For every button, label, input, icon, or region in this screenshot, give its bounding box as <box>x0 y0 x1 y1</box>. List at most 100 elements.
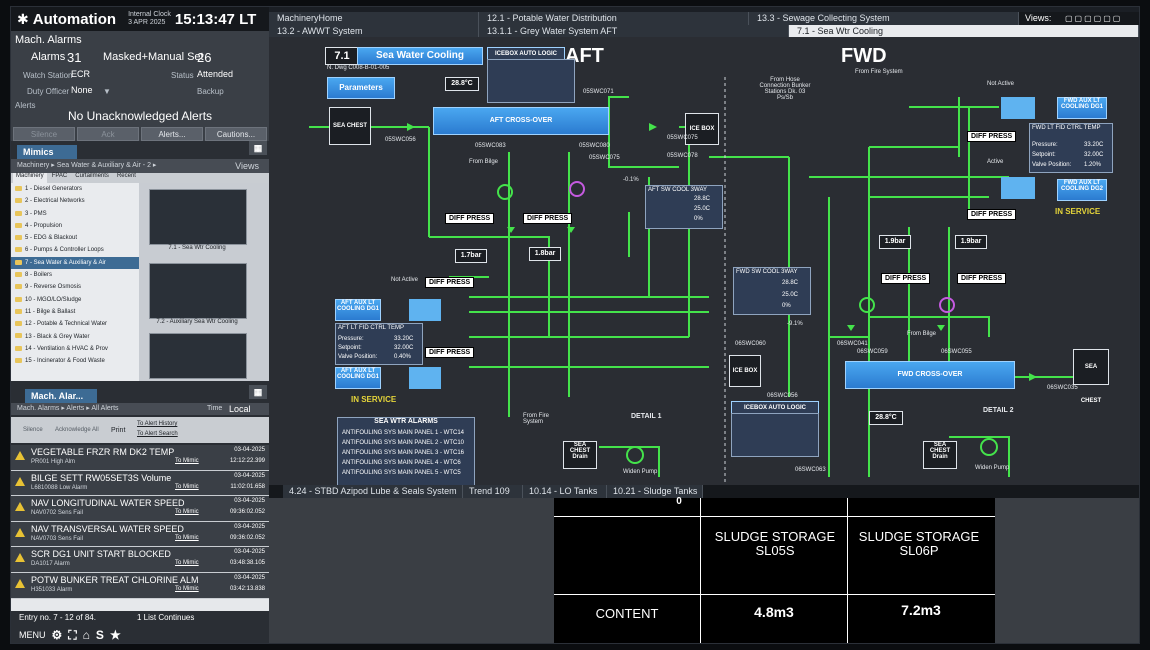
not-active-status[interactable]: Not Active <box>391 277 419 283</box>
fwd-ctrl-temp[interactable]: FWD LT FID CTRL TEMP Pressure: 33.20C Se… <box>1029 123 1113 173</box>
list-continues[interactable]: 1 List Continues <box>137 613 195 622</box>
silence-link[interactable]: Silence <box>23 427 43 433</box>
tab-sea-wtr-cooling[interactable]: 7.1 - Sea Wtr Cooling <box>789 25 1139 37</box>
thumbnail-next[interactable] <box>149 333 247 379</box>
aft-3way-sp[interactable]: 25.0C <box>694 206 711 212</box>
breadcrumb-path[interactable]: Machinery ▸ Sea Water & Auxiliary & Air … <box>17 162 157 169</box>
masked-count[interactable]: 26 <box>197 50 212 65</box>
tree-item[interactable]: 14 - Ventilation & HVAC & Prov <box>11 343 139 355</box>
tree-item[interactable]: 13 - Black & Grey Water <box>11 331 139 343</box>
alert-history-link[interactable]: To Alert History <box>137 421 178 427</box>
aft-ctrl-temp[interactable]: AFT LT FID CTRL TEMP Pressure: 33.20C Se… <box>335 323 423 365</box>
local-dropdown[interactable]: Local <box>229 404 251 414</box>
chevron-down-icon[interactable]: ▼ <box>103 87 111 96</box>
diff-press-fwd-4[interactable]: DIFF PRESS <box>957 273 1007 284</box>
tab-grey-water[interactable]: 13.1.1 - Grey Water System AFT <box>479 25 789 37</box>
diff-press-fwd-2[interactable]: DIFF PRESS <box>967 209 1017 220</box>
sw-alarm-item[interactable]: ANTIFOULING SYS MAIN PANEL 1 - WTC14 <box>342 430 465 436</box>
fwd-3way-sp[interactable]: 25.0C <box>782 292 799 298</box>
silence-button[interactable]: Silence <box>13 127 75 141</box>
ack-button[interactable]: Ack <box>77 127 139 141</box>
fwd-crossover[interactable]: FWD CROSS-OVER <box>845 361 1015 389</box>
parameters-button[interactable]: Parameters <box>327 77 395 99</box>
to-mimic-link[interactable]: To Mimic <box>175 483 199 490</box>
tree-item-selected[interactable]: 7 - Sea Water & Auxiliary & Air <box>11 256 139 270</box>
grid-icon[interactable]: ▦ <box>249 385 267 399</box>
fullscreen-icon[interactable]: ⛶ <box>68 627 77 642</box>
thumbnail-aux-sea-wtr[interactable] <box>149 263 247 319</box>
aft-crossover[interactable]: AFT CROSS-OVER <box>433 107 609 135</box>
diff-press-fwd-3[interactable]: DIFF PRESS <box>881 273 931 284</box>
menu-button[interactable]: MENU <box>19 630 46 640</box>
to-mimic-link[interactable]: To Mimic <box>175 458 199 464</box>
alarm-breadcrumb-path[interactable]: Mach. Alarms ▸ Alerts ▸ All Alerts <box>17 405 119 412</box>
icebox-logic-aft[interactable] <box>487 59 575 103</box>
tree-item[interactable]: 9 - Reverse Osmosis <box>11 281 139 293</box>
cautions-button[interactable]: Cautions... <box>205 127 267 141</box>
tree-item[interactable]: 15 - Incinerator & Food Waste <box>11 355 139 367</box>
fwd-aux-cooling-1[interactable]: FWD AUX LT COOLING DG1 <box>1057 97 1107 119</box>
star-icon[interactable]: ★ <box>109 628 121 642</box>
alerts-button[interactable]: Alerts... <box>141 127 203 141</box>
tree-item[interactable]: 2 - Electrical Networks <box>11 195 139 207</box>
tab-sludge-tanks[interactable]: 10.21 - Sludge Tanks <box>607 485 703 498</box>
to-mimic-link[interactable]: To Mimic <box>175 585 199 592</box>
views-dropdown[interactable]: Views <box>235 161 259 171</box>
layout-icons[interactable]: ▢▢▢▢▢▢ <box>1065 14 1123 23</box>
tree-item[interactable]: 12 - Potable & Technical Water <box>11 318 139 330</box>
tree-item[interactable]: 1 - Diesel Generators <box>11 183 139 195</box>
tree-item[interactable]: 3 - PMS <box>11 208 139 220</box>
fwd-setpoint-value[interactable]: 32.00C <box>1084 152 1104 158</box>
diff-press-aft-2[interactable]: DIFF PRESS <box>523 213 573 224</box>
subtab-curtailments[interactable]: Curtailments <box>75 173 109 179</box>
sw-alarm-item[interactable]: ANTIFOULING SYS MAIN PANEL 5 - WTC5 <box>342 470 461 476</box>
tab-potable-water[interactable]: 12.1 - Potable Water Distribution <box>479 12 749 25</box>
tree-item[interactable]: 10 - MGO/LO/Sludge <box>11 294 139 306</box>
alarms-count[interactable]: 31 <box>67 50 82 65</box>
diff-press-fwd-1[interactable]: DIFF PRESS <box>967 131 1017 142</box>
tree-item[interactable]: 8 - Boilers <box>11 269 139 281</box>
fwd-aux-cooling-2[interactable]: FWD AUX LT COOLING DG2 <box>1057 179 1107 201</box>
subtab-recent[interactable]: Recent <box>116 173 136 179</box>
subtab-machinery[interactable]: Machinery <box>13 173 47 183</box>
s-icon[interactable]: S <box>95 628 104 642</box>
tab-sewage[interactable]: 13.3 - Sewage Collecting System <box>749 12 1019 25</box>
tab-lo-tanks[interactable]: 10.14 - LO Tanks <box>523 485 607 498</box>
watch-value[interactable]: ECR <box>71 69 91 79</box>
setpoint-value[interactable]: 32.00C <box>394 345 414 351</box>
diff-press-aft-3[interactable]: DIFF PRESS <box>425 277 475 288</box>
thumbnail-sea-wtr-cooling[interactable] <box>149 189 247 245</box>
mach-alarms-tab[interactable]: Mach. Alar... <box>25 389 97 403</box>
subtab-fpac[interactable]: FPAC <box>51 173 68 179</box>
active-status[interactable]: Active <box>987 159 1004 165</box>
home-icon[interactable]: ⌂ <box>82 628 90 642</box>
tab-machinery-home[interactable]: MachineryHome <box>269 12 479 25</box>
fwd-3way-valve[interactable]: FWD SW COOL 3WAY 28.8C 25.0C 0% <box>733 267 811 315</box>
to-mimic-link[interactable]: To Mimic <box>175 509 199 516</box>
diff-press-aft-4[interactable]: DIFF PRESS <box>425 347 475 358</box>
sw-alarm-item[interactable]: ANTIFOULING SYS MAIN PANEL 4 - WTC6 <box>342 460 461 466</box>
ack-all-link[interactable]: Acknowledge All <box>55 427 99 433</box>
sw-alarm-item[interactable]: ANTIFOULING SYS MAIN PANEL 2 - WTC10 <box>342 440 465 446</box>
duty-value[interactable]: None <box>71 85 93 95</box>
not-active-fwd[interactable]: Not Active <box>987 81 1015 87</box>
tab-trend[interactable]: Trend 109 <box>463 485 523 498</box>
alert-search-link[interactable]: To Alert Search <box>137 431 178 437</box>
icebox-logic-fwd[interactable] <box>731 413 819 457</box>
gear-icon[interactable]: ⚙ <box>51 628 63 642</box>
tab-azipod-lube[interactable]: 4.24 - STBD Azipod Lube & Seals System <box>283 485 463 498</box>
tree-item[interactable]: 11 - Bilge & Ballast <box>11 306 139 318</box>
aft-aux-cooling-2[interactable]: AFT AUX LT COOLING DG1 <box>335 367 381 389</box>
aft-aux-cooling-1[interactable]: AFT AUX LT COOLING DG1 <box>335 299 381 321</box>
tree-item[interactable]: 4 - Propulsion <box>11 220 139 232</box>
to-mimic-link[interactable]: To Mimic <box>175 560 199 567</box>
tree-item[interactable]: 5 - EDG & Blackout <box>11 232 139 244</box>
grid-icon[interactable]: ▦ <box>249 141 267 155</box>
tab-awwt[interactable]: 13.2 - AWWT System <box>269 25 479 37</box>
